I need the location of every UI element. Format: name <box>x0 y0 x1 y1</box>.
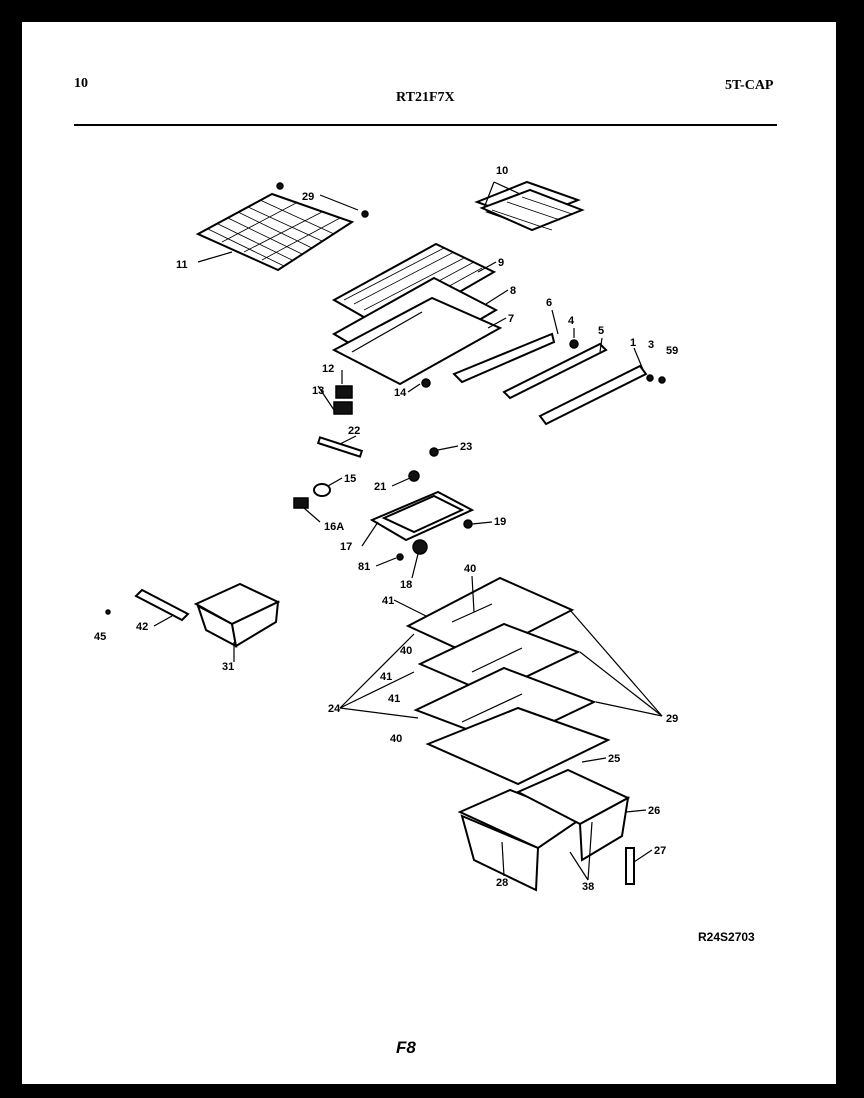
page-number: 10 <box>74 76 88 91</box>
callout-16a: 16A <box>324 521 344 533</box>
callout-1: 1 <box>630 337 636 349</box>
callout-59: 59 <box>666 345 678 357</box>
callout-29b: 29 <box>666 713 678 725</box>
callout-45: 45 <box>94 631 106 643</box>
catalog-code: 5T-CAP <box>725 78 774 93</box>
freezer-shelf-assembly <box>331 242 503 386</box>
ice-trays <box>474 180 585 232</box>
callout-24: 24 <box>328 703 341 715</box>
callout-40c: 40 <box>390 733 402 745</box>
drawer-slide <box>625 847 635 885</box>
callout-27: 27 <box>654 845 666 857</box>
callout-81: 81 <box>358 561 370 573</box>
callout-3: 3 <box>648 339 654 351</box>
glass-shelves <box>405 576 611 786</box>
callout-6: 6 <box>546 297 552 309</box>
callout-10: 10 <box>496 165 508 177</box>
callout-8: 8 <box>510 285 516 297</box>
exploded-view: 29 10 11 9 8 7 6 4 5 1 3 59 12 13 14 22 … <box>94 165 678 893</box>
parts-diagram-sheet: 10 RT21F7X 5T-CAP <box>22 22 836 1084</box>
callout-42: 42 <box>136 621 148 633</box>
callout-4: 4 <box>568 315 575 327</box>
callout-31: 31 <box>222 661 234 673</box>
callout-14: 14 <box>394 387 407 399</box>
callout-15: 15 <box>344 473 356 485</box>
crisper-pans <box>457 768 631 892</box>
callout-40a: 40 <box>464 563 476 575</box>
callout-7: 7 <box>508 313 514 325</box>
callout-38: 38 <box>582 881 594 893</box>
callout-5: 5 <box>598 325 604 337</box>
header-rule <box>74 124 777 126</box>
callout-22: 22 <box>348 425 360 437</box>
callout-12: 12 <box>322 363 334 375</box>
model-number: RT21F7X <box>396 90 455 105</box>
callout-labels: 29 10 11 9 8 7 6 4 5 1 3 59 12 13 14 22 … <box>94 165 678 893</box>
small-hardware <box>316 378 431 458</box>
callout-23: 23 <box>460 441 472 453</box>
callout-11: 11 <box>176 259 188 271</box>
callout-17: 17 <box>340 541 352 553</box>
control-assembly <box>293 447 475 561</box>
callout-28: 28 <box>496 877 508 889</box>
callout-18: 18 <box>400 579 412 591</box>
callout-41b: 41 <box>380 671 392 683</box>
freezer-wire-shelf <box>195 182 369 272</box>
callout-40b: 40 <box>400 645 412 657</box>
callout-19: 19 <box>494 516 506 528</box>
figure-label: F8 <box>396 1038 416 1057</box>
callout-21: 21 <box>374 481 386 493</box>
callout-25: 25 <box>608 753 620 765</box>
leader-lines <box>153 181 663 881</box>
callout-29a: 29 <box>302 191 314 203</box>
diagram-code: R24S2703 <box>698 930 755 944</box>
callout-41a: 41 <box>382 595 394 607</box>
callout-41c: 41 <box>388 693 400 705</box>
callout-9: 9 <box>498 257 504 269</box>
shelf-rails <box>452 332 666 426</box>
callout-13: 13 <box>312 385 324 397</box>
callout-26: 26 <box>648 805 660 817</box>
meat-keeper <box>105 582 281 648</box>
